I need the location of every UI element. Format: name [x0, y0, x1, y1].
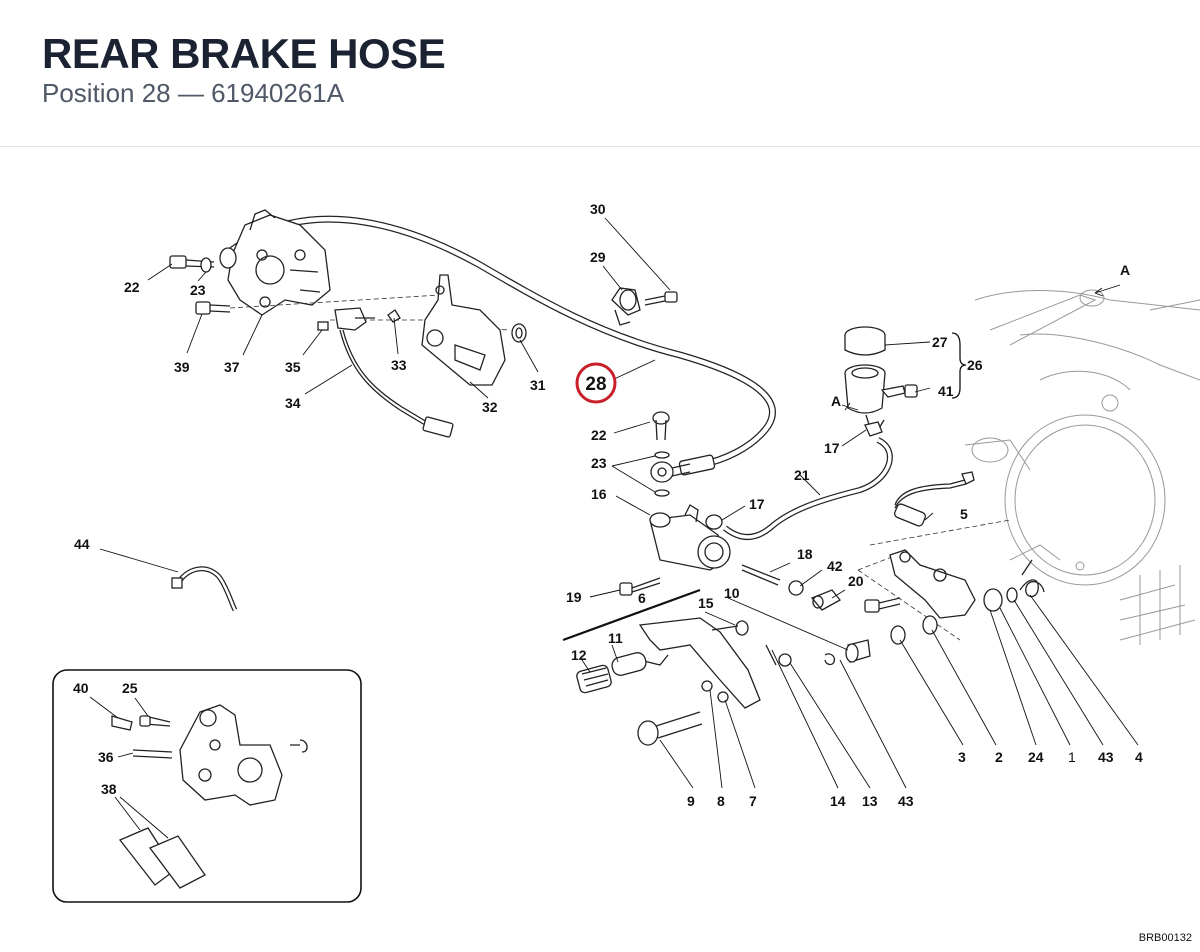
label-19: 19 [566, 589, 582, 605]
label-33: 33 [391, 357, 407, 373]
part-labels: 22 23 39 37 35 34 33 32 31 30 29 22 23 1… [73, 201, 1143, 809]
label-24: 24 [1028, 749, 1044, 765]
master-cylinder [619, 504, 731, 596]
page-title: REAR BRAKE HOSE [42, 30, 446, 77]
label-11: 11 [608, 630, 623, 646]
label-18: 18 [797, 546, 813, 562]
label-view-a-reservoir: A [831, 393, 841, 409]
fluid-reservoir [844, 326, 918, 437]
callout-label: 28 [585, 374, 606, 395]
label-31: 31 [530, 377, 546, 393]
label-17a: 17 [824, 440, 840, 456]
brake-light-switch [894, 471, 975, 527]
label-39: 39 [174, 359, 190, 375]
label-8: 8 [717, 793, 725, 809]
engine-casing [964, 289, 1200, 645]
label-view-a-engine: A [1120, 262, 1130, 278]
rear-caliper [219, 209, 331, 316]
label-17b: 17 [749, 496, 765, 512]
page-subtitle: Position 28 — 61940261A [42, 78, 345, 108]
cable-clip [171, 566, 238, 612]
label-20: 20 [848, 573, 864, 589]
label-40: 40 [73, 680, 89, 696]
label-30: 30 [590, 201, 606, 217]
label-32: 32 [482, 399, 498, 415]
label-43a: 43 [1098, 749, 1114, 765]
caliper-bracket [421, 274, 527, 386]
label-13: 13 [862, 793, 878, 809]
group-brace [951, 332, 967, 399]
caliper-detail-inset [52, 669, 362, 903]
label-16: 16 [591, 486, 607, 502]
diagram-reference-code: BRB00132 [1138, 932, 1192, 944]
label-23: 23 [190, 282, 206, 298]
label-14: 14 [830, 793, 846, 809]
label-43b: 43 [898, 793, 914, 809]
page-header: REAR BRAKE HOSE Position 28 — 61940261A [0, 0, 1200, 147]
label-21: 21 [794, 467, 810, 483]
label-5: 5 [960, 506, 968, 522]
label-25: 25 [122, 680, 138, 696]
label-4: 4 [1135, 749, 1143, 765]
label-2: 2 [995, 749, 1003, 765]
rear-brake-hose-28[interactable] [228, 215, 776, 476]
label-37: 37 [224, 359, 240, 375]
label-38: 38 [101, 781, 117, 797]
label-23b: 23 [591, 455, 607, 471]
label-34: 34 [285, 395, 301, 411]
label-36: 36 [98, 749, 114, 765]
label-29: 29 [590, 249, 606, 265]
label-1: 1 [1068, 749, 1076, 765]
label-6: 6 [638, 590, 646, 606]
label-22: 22 [124, 279, 140, 295]
label-9: 9 [687, 793, 695, 809]
pedal-linkage [741, 549, 1045, 666]
label-22b: 22 [591, 427, 607, 443]
caliper-bolts [169, 255, 231, 315]
highlight-callout-28[interactable]: 28 [575, 362, 617, 404]
label-12: 12 [571, 647, 587, 663]
banjo-fitting [650, 411, 691, 497]
label-42: 42 [827, 558, 843, 574]
speed-sensor [317, 307, 454, 438]
label-10: 10 [724, 585, 740, 601]
hose-clip [611, 287, 678, 326]
label-44: 44 [74, 536, 90, 552]
brake-pedal [562, 588, 792, 746]
label-27: 27 [932, 334, 948, 350]
label-15: 15 [698, 595, 714, 611]
label-7: 7 [749, 793, 757, 809]
leader-lines [89, 217, 1139, 839]
label-26: 26 [967, 357, 983, 373]
label-35: 35 [285, 359, 301, 375]
label-3: 3 [958, 749, 966, 765]
label-41: 41 [938, 383, 954, 399]
reservoir-hose [723, 437, 893, 540]
